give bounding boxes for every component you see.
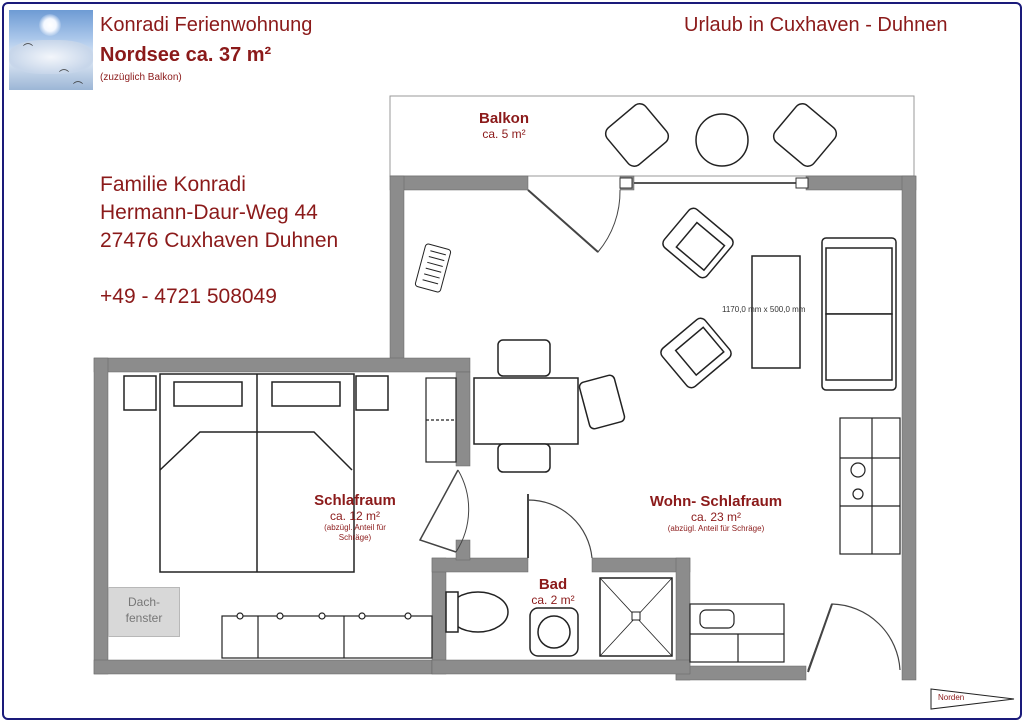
contact-street: Hermann-Daur-Weg 44 bbox=[100, 201, 318, 224]
room-name: Schlafraum bbox=[314, 492, 396, 509]
room-name: Bad bbox=[538, 576, 568, 593]
room-area: ca. 23 m² bbox=[690, 510, 742, 524]
wardrobe bbox=[425, 377, 457, 463]
contact-name: Familie Konradi bbox=[100, 173, 246, 196]
radiator bbox=[414, 243, 452, 293]
contact-phone: +49 - 4721 508049 bbox=[100, 285, 277, 308]
area-note: (zuzüglich Balkon) bbox=[100, 72, 182, 83]
armchairs bbox=[660, 207, 734, 389]
seaside-photo: ⌒ ⌒ ⌒ bbox=[9, 10, 93, 90]
room-area: ca. 2 m² bbox=[531, 593, 575, 607]
room-label-balkon: Balkon ca. 5 m² bbox=[479, 110, 529, 141]
cloud bbox=[9, 40, 93, 74]
sofa bbox=[821, 237, 897, 391]
room-name: Wohn- Schlafraum bbox=[649, 493, 783, 510]
dachfenster-label: Dach- fenster bbox=[108, 587, 180, 637]
walls bbox=[93, 175, 917, 681]
double-bed bbox=[123, 373, 389, 573]
room-note: (abzügl. Anteil für Schräge) bbox=[324, 523, 386, 542]
sun-glare bbox=[39, 14, 61, 36]
balcony-furniture bbox=[604, 103, 838, 167]
bathroom-fixtures bbox=[445, 577, 673, 657]
dining-set bbox=[473, 339, 626, 473]
cabinet bbox=[689, 603, 785, 663]
room-name: Balkon bbox=[478, 110, 530, 127]
seagull-icon: ⌒ bbox=[59, 70, 69, 81]
room-area: ca. 12 m² bbox=[329, 509, 381, 523]
seagull-icon: ⌒ bbox=[23, 44, 33, 55]
room-label-schlafraum: Schlafraum ca. 12 m² (abzügl. Anteil für… bbox=[314, 492, 396, 543]
room-area: ca. 5 m² bbox=[482, 127, 526, 141]
north-arrow-icon bbox=[930, 688, 1015, 710]
subtitle: Nordsee ca. 37 m² bbox=[100, 44, 272, 66]
title: Konradi Ferienwohnung bbox=[100, 14, 313, 36]
dresser bbox=[221, 612, 433, 659]
room-note: (abzügl. Anteil für Schräge) bbox=[667, 524, 765, 533]
room-label-bad: Bad ca. 2 m² bbox=[531, 576, 574, 607]
table-dimension-label: 1170,0 mm x 500,0 mm bbox=[722, 305, 806, 314]
room-label-wohn-schlafraum: Wohn- Schlafraum ca. 23 m² (abzügl. Ante… bbox=[650, 493, 782, 534]
north-label: Norden bbox=[938, 693, 965, 702]
contact-city: 27476 Cuxhaven Duhnen bbox=[100, 229, 339, 252]
coffee-table bbox=[751, 255, 801, 369]
seagull-icon: ⌒ bbox=[73, 82, 83, 90]
kitchen-unit bbox=[839, 417, 901, 555]
north-arrow: Norden bbox=[930, 687, 1016, 711]
location-heading: Urlaub in Cuxhaven - Duhnen bbox=[684, 14, 948, 36]
